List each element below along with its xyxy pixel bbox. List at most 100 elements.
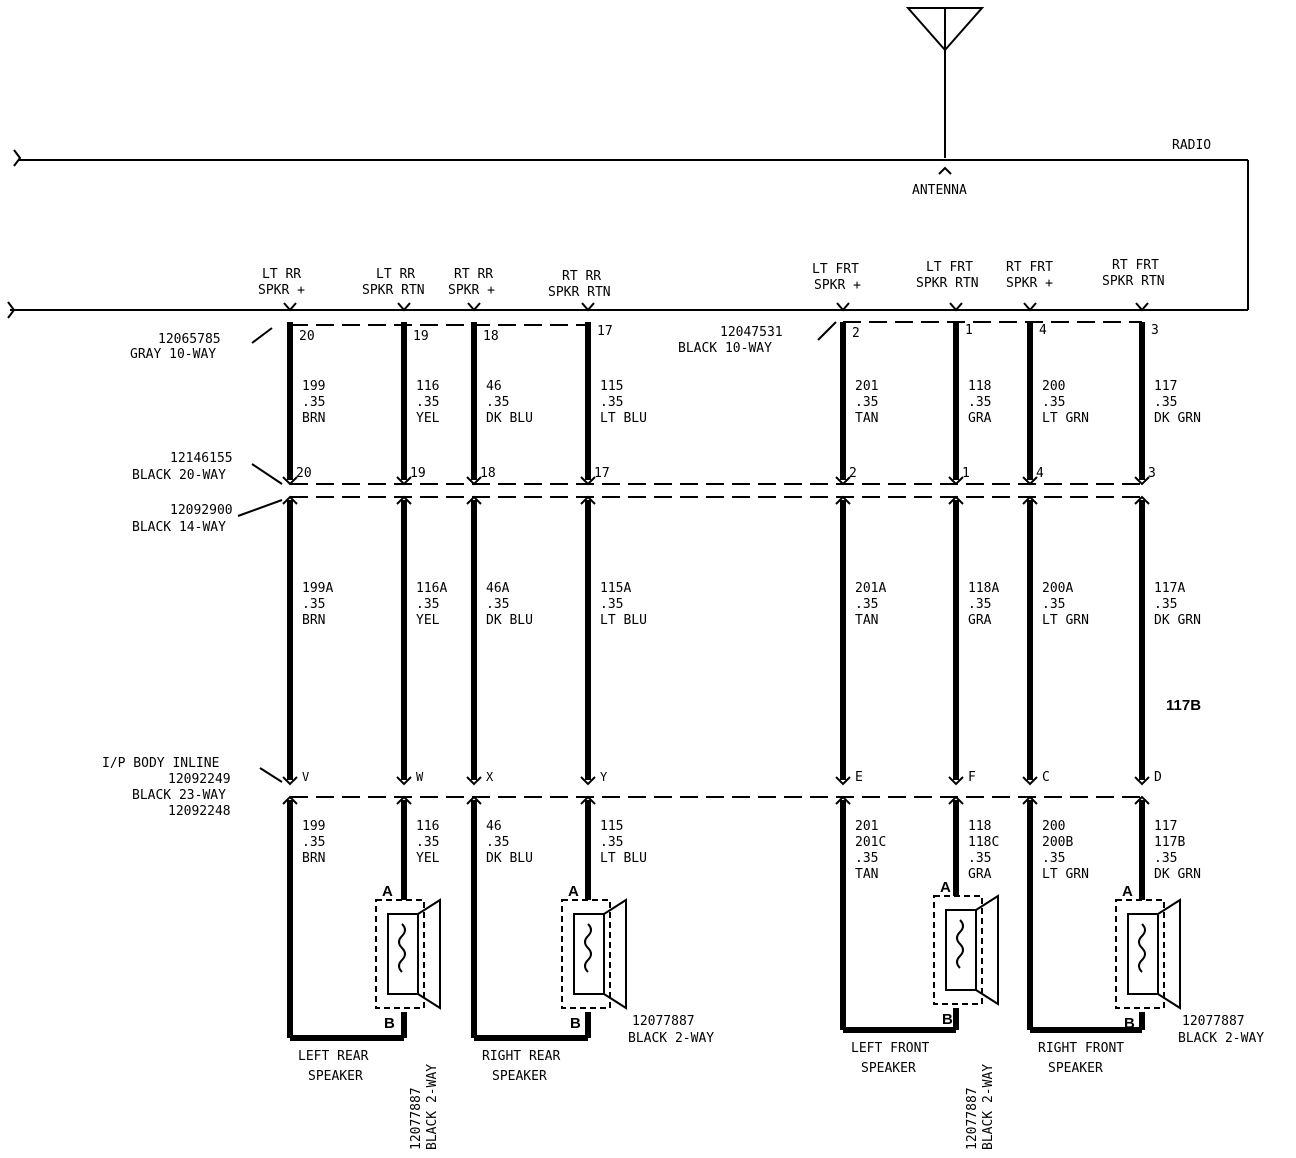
wire-spec-label: .35	[486, 395, 509, 410]
connector-pin-top: 19	[413, 329, 429, 344]
output-label-line1: RT RR	[562, 269, 601, 284]
rear-radio-connector-part: 12065785	[158, 332, 221, 347]
wire-spec-label: .35	[600, 835, 623, 850]
connector-pin-mid: 2	[849, 466, 857, 481]
connector-pin-mid: 18	[480, 466, 496, 481]
speaker-pin-b: B	[570, 1015, 581, 1032]
connector-pin-marker	[466, 795, 482, 805]
connector-pin-marker	[580, 476, 596, 486]
splice-label: 117B	[1166, 697, 1201, 714]
wire-labels: 2020V199.35BRN199A.35BRN199.35BRN1919W11…	[296, 323, 1201, 882]
wire-spec-label: 118	[968, 819, 991, 834]
speaker-pin-a: A	[382, 883, 393, 900]
wire-spec-label: 117B	[1154, 835, 1185, 850]
wire-spec-label: DK BLU	[486, 411, 533, 426]
connector-pin-marker	[466, 776, 482, 786]
speaker-cone	[603, 898, 627, 1010]
wire-spec-label: YEL	[416, 411, 440, 426]
output-label-line2: SPKR RTN	[916, 276, 979, 291]
connector-pin-top: 3	[1151, 323, 1159, 338]
connector-pin-inline: E	[855, 770, 863, 785]
output-label-line1: LT FRT	[812, 262, 859, 277]
c20-connector-part: 12146155	[170, 451, 233, 466]
connector-pin-marker	[1134, 795, 1150, 805]
wire-spec-label: .35	[1042, 851, 1065, 866]
wire-spec-label: DK GRN	[1154, 411, 1201, 426]
connector-pin-inline: C	[1042, 770, 1050, 785]
wire-spec-label: 199	[302, 819, 325, 834]
connector-pin-marker	[396, 476, 412, 486]
connector-pin-inline: F	[968, 770, 976, 785]
rear-radio-connector-desc: GRAY 10-WAY	[130, 347, 216, 362]
speaker-coil	[398, 923, 406, 973]
connector-pin-inline: Y	[600, 770, 608, 784]
wire-spec-label: 118A	[968, 581, 999, 596]
connector-pin-marker	[282, 776, 298, 786]
connector-pin-marker	[835, 495, 851, 505]
speaker-pin-b: B	[1124, 1015, 1135, 1032]
connector-pin-marker	[282, 795, 298, 805]
speaker-cone	[417, 898, 441, 1010]
ip-inline-part1: 12092249	[168, 772, 231, 787]
speaker-name-line2: SPEAKER	[308, 1069, 363, 1084]
connector-pin-marker	[1134, 776, 1150, 786]
speaker-connector-housing	[375, 899, 425, 1009]
connector-pin-marker	[948, 495, 964, 505]
connector-pin-marker	[282, 476, 298, 486]
connector-pin-marker	[1022, 476, 1038, 486]
wire-spec-label: DK BLU	[486, 613, 533, 628]
wire-spec-label: YEL	[416, 613, 440, 628]
connector-pin-marker	[282, 495, 298, 505]
front-radio-connector-desc: BLACK 10-WAY	[678, 341, 772, 356]
connector-pin-marker	[466, 495, 482, 505]
wire-spec-label: BRN	[302, 613, 325, 628]
ip-inline-part2: 12092248	[168, 804, 231, 819]
output-label-line1: LT RR	[262, 267, 301, 282]
speaker-pin-b: B	[942, 1011, 953, 1028]
speaker-connector-housing	[1115, 899, 1165, 1009]
connector-pin-top: 18	[483, 329, 499, 344]
speaker-connector-housing	[561, 899, 611, 1009]
front-radio-connector-part: 12047531	[720, 325, 783, 340]
wire-spec-label: 200A	[1042, 581, 1073, 596]
output-label-line1: RT RR	[454, 267, 493, 282]
connector-pin-inline: W	[416, 770, 424, 784]
wire-spec-label: 200	[1042, 379, 1065, 394]
speaker-body	[573, 913, 605, 995]
wire-spec-label: 115	[600, 819, 623, 834]
speaker-name-line1: LEFT FRONT	[851, 1041, 929, 1056]
wire-spec-label: .35	[302, 597, 325, 612]
connector-pin-top: 1	[965, 323, 973, 338]
speaker-connector-part: 12077887	[965, 1087, 980, 1150]
wire-spec-label: 117	[1154, 819, 1177, 834]
connector-pin-marker	[835, 776, 851, 786]
wire-spec-label: .35	[1042, 395, 1065, 410]
connector-pin-mid: 3	[1148, 466, 1156, 481]
connector-labels: 12065785 GRAY 10-WAY 12047531 BLACK 10-W…	[102, 325, 783, 819]
connector-pin-marker	[580, 795, 596, 805]
output-label-line1: LT FRT	[926, 260, 973, 275]
connector-pin-inline: V	[302, 770, 309, 784]
output-label-line2: SPKR RTN	[362, 283, 425, 298]
wire-spec-label: .35	[486, 597, 509, 612]
wire-spec-label: 115A	[600, 581, 631, 596]
wire-spec-label: .35	[855, 597, 878, 612]
output-label-line2: SPKR RTN	[548, 285, 611, 300]
wire-spec-label: DK GRN	[1154, 867, 1201, 882]
output-label-line2: SPKR +	[814, 278, 861, 293]
ip-inline-label: I/P BODY INLINE	[102, 756, 219, 771]
connector-pin-marker	[580, 495, 596, 505]
wire-spec-label: .35	[1154, 597, 1177, 612]
speaker-connector-part: 12077887	[409, 1087, 424, 1150]
wire-spec-label: 46A	[486, 581, 510, 596]
connector-pin-marker	[1022, 776, 1038, 786]
wire-spec-label: GRA	[968, 411, 992, 426]
speaker-pin-a: A	[940, 879, 951, 896]
connector-pin-marker	[580, 776, 596, 786]
output-label-line2: SPKR +	[1006, 276, 1053, 291]
wire-spec-label: 117	[1154, 379, 1177, 394]
speaker-cone	[975, 894, 999, 1006]
speaker-name-line1: RIGHT REAR	[482, 1049, 560, 1064]
